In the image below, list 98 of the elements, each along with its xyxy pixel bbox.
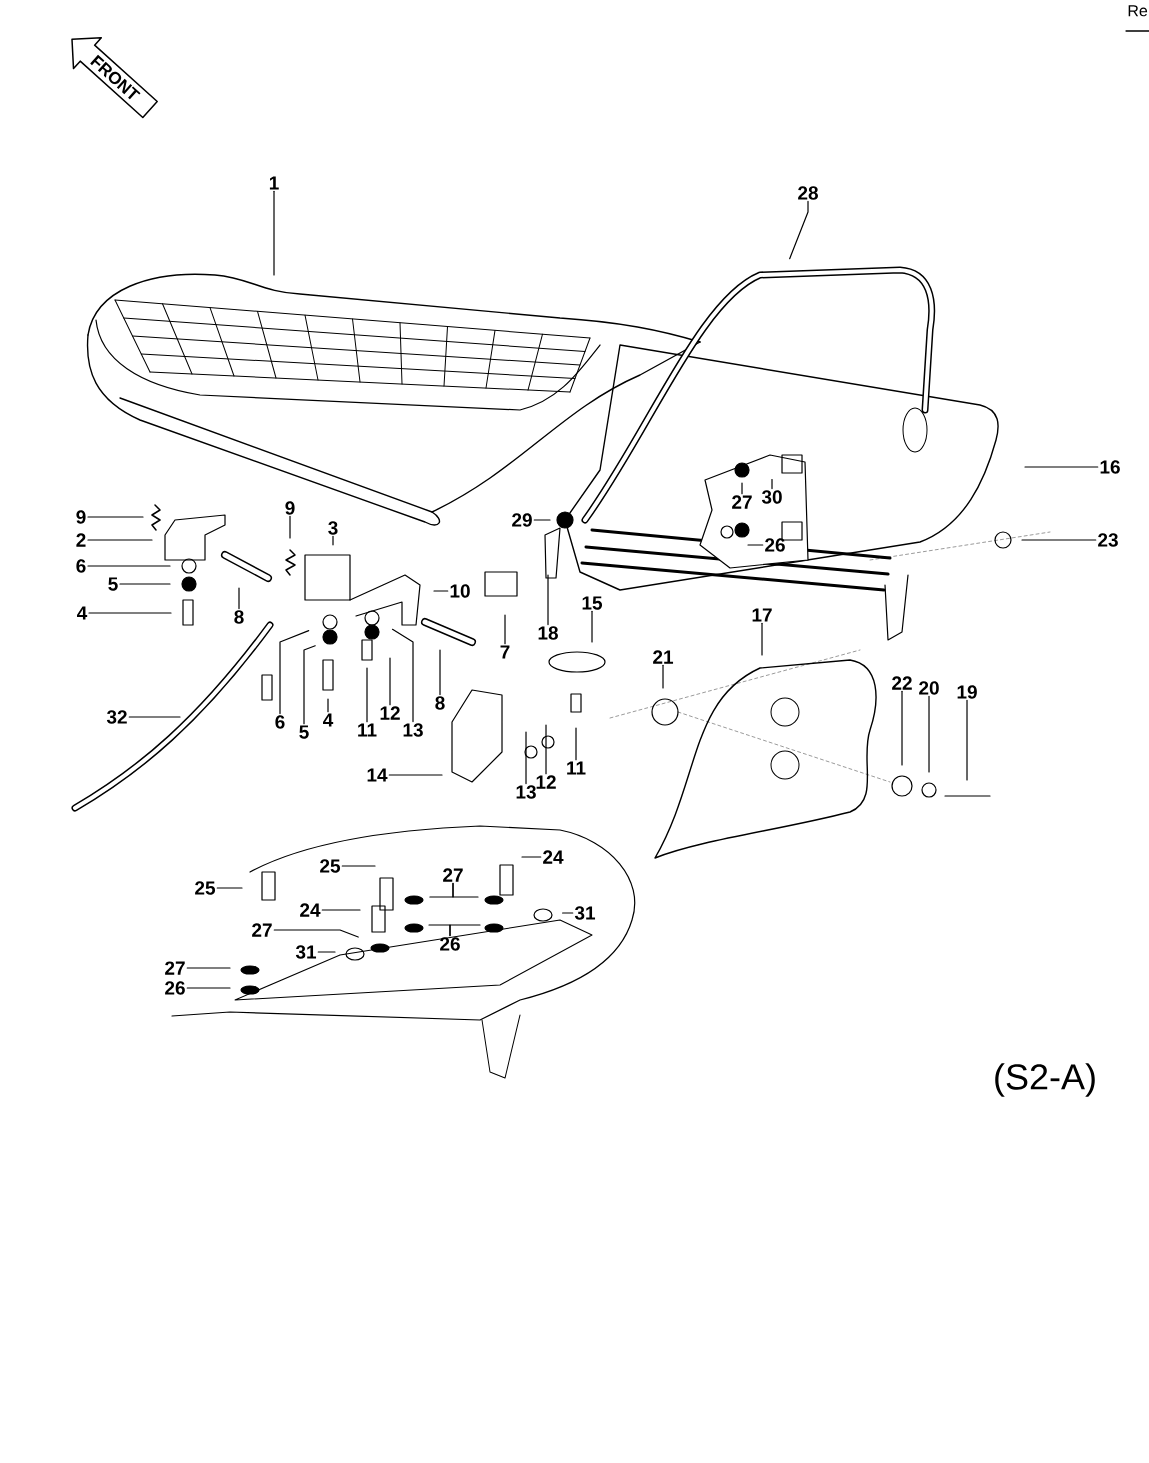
callout-number: 31	[295, 945, 317, 959]
leader-line	[186, 967, 231, 969]
callout-number: 24	[543, 850, 564, 864]
callout-number: 26	[165, 981, 185, 995]
callout-number: 7	[500, 645, 510, 659]
leader-line	[433, 590, 449, 592]
callout-number: 8	[234, 610, 244, 624]
leader-line	[87, 516, 144, 518]
leader-line	[662, 664, 664, 689]
leader-line	[273, 190, 275, 276]
leader-line	[545, 724, 547, 775]
leader-line	[761, 622, 763, 656]
leader-line	[521, 856, 542, 858]
leader-line	[341, 865, 376, 867]
leader-line	[327, 698, 329, 713]
callout-number: 11	[567, 761, 586, 775]
callout-number: 9	[76, 510, 86, 524]
callout-number: 1	[269, 176, 279, 190]
leader-line	[449, 924, 481, 937]
leader-line	[452, 882, 479, 898]
leader-line	[591, 610, 593, 643]
callout-number: 28	[798, 186, 818, 200]
callout-number: 26	[765, 538, 785, 552]
leader-line	[289, 515, 291, 539]
callout-number: 27	[443, 868, 463, 882]
callout-number: 16	[1100, 460, 1120, 474]
leader-line	[562, 912, 574, 914]
callout-number: 27	[252, 923, 272, 937]
callout-number: 27	[732, 495, 752, 509]
leader-line	[525, 731, 527, 785]
leader-line	[575, 727, 577, 761]
callout-number: 5	[108, 577, 118, 591]
callout-number: 17	[752, 608, 772, 622]
leader-line	[1021, 539, 1097, 541]
callout-number: 25	[320, 859, 341, 873]
callout-number: 18	[538, 626, 558, 640]
callout-number: 11	[358, 723, 377, 737]
reference-label: Re	[1128, 5, 1148, 17]
callout-number: 32	[106, 710, 127, 724]
callout-number: 25	[195, 881, 216, 895]
callout-number: 23	[1098, 533, 1118, 547]
leader-line	[186, 987, 231, 989]
callout-number: 13	[516, 785, 536, 799]
leader-line	[439, 649, 441, 696]
callout-number: 6	[76, 559, 86, 573]
leader-line	[279, 630, 310, 715]
leader-line	[321, 909, 361, 911]
callout-number: 20	[919, 681, 939, 695]
callout-number: 14	[367, 768, 388, 782]
leader-line	[771, 478, 773, 490]
leader-line	[216, 887, 243, 889]
leader-line	[87, 539, 153, 541]
callout-number: 12	[380, 706, 400, 720]
callout-number: 29	[512, 513, 532, 527]
leader-line	[273, 929, 359, 938]
leader-line	[966, 699, 968, 781]
figure-code: (S2-A)	[995, 1063, 1095, 1097]
leader-line	[901, 690, 903, 766]
leader-line	[391, 628, 414, 723]
leader-line	[238, 587, 240, 610]
leader-line	[504, 614, 506, 645]
leader-line	[128, 716, 181, 718]
callout-number: 12	[536, 775, 556, 789]
callout-number: 31	[574, 906, 596, 920]
callout-number: 4	[323, 713, 334, 727]
callout-number: 13	[403, 723, 423, 737]
callout-number: 2	[76, 533, 86, 547]
leader-line	[317, 951, 336, 953]
leader-line	[1024, 466, 1099, 468]
callout-number: 10	[450, 584, 470, 598]
leader-line	[533, 519, 551, 521]
leader-line	[88, 612, 172, 614]
callout-number: 22	[892, 676, 912, 690]
callout-number: 4	[77, 606, 88, 620]
leader-line	[741, 482, 743, 495]
callout-number: 21	[653, 650, 674, 664]
callout-number: 26	[440, 937, 460, 951]
leader-line	[332, 535, 334, 546]
leader-line	[303, 645, 316, 725]
callout-number: 27	[165, 961, 185, 975]
callout-number: 5	[299, 725, 309, 739]
leader-line	[119, 583, 171, 585]
callout-number: 24	[300, 903, 321, 917]
callout-number: 15	[582, 596, 603, 610]
callout-number: 6	[275, 715, 285, 729]
callout-number: 19	[957, 685, 977, 699]
leader-line	[789, 200, 809, 260]
leader-line	[87, 565, 171, 567]
leader-line	[747, 544, 764, 546]
leader-line	[389, 657, 391, 706]
leader-line	[388, 774, 443, 776]
leader-line	[928, 695, 930, 773]
callout-number: 9	[285, 501, 295, 515]
leader-line	[366, 667, 368, 723]
callout-number: 3	[328, 521, 338, 535]
leader-line	[547, 574, 549, 626]
callout-number: 30	[761, 490, 782, 504]
callout-number: 8	[435, 696, 445, 710]
